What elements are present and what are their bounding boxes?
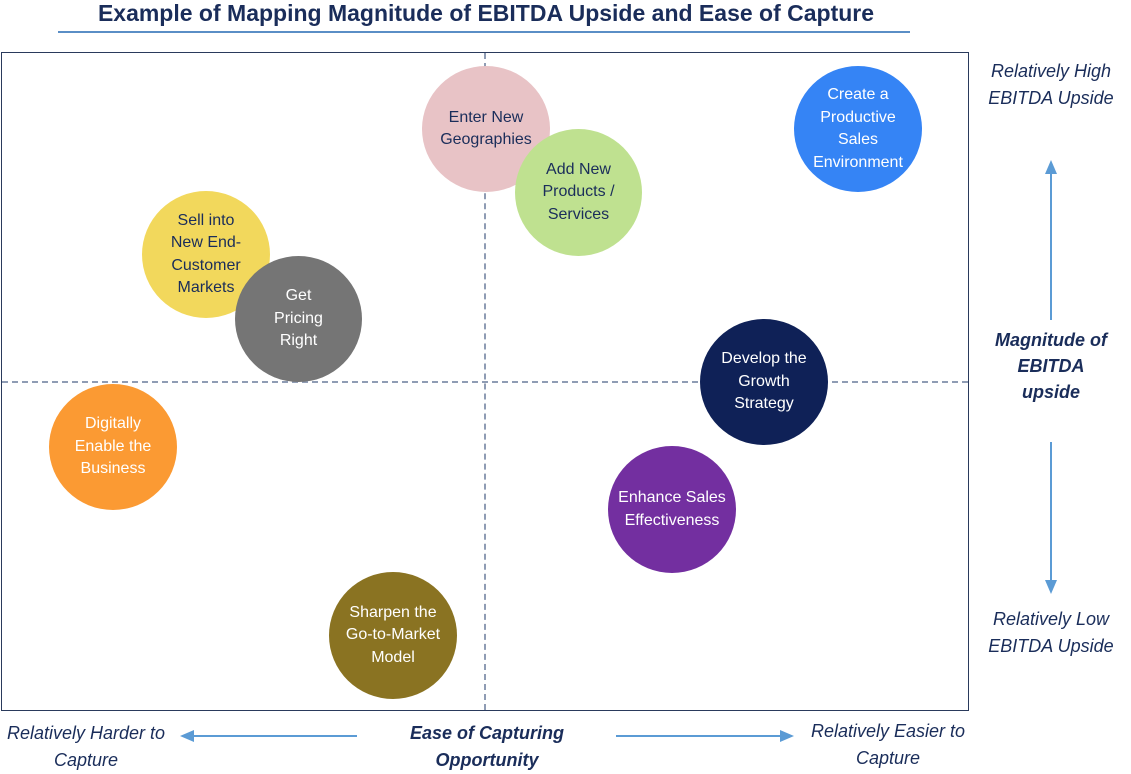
x-axis-easier-label: Relatively Easier to Capture	[810, 721, 966, 768]
x-axis-title: Ease of Capturing Opportunity	[409, 723, 565, 770]
bubble-label: Enter New Geographies	[440, 108, 532, 149]
bubble-enter-new-geographies: Enter New Geographies	[422, 66, 550, 192]
bubble-label: Sharpen the Go-to-Market Model	[345, 603, 441, 666]
bubble-add-new-products-services: Add New Products / Services	[515, 129, 642, 256]
y-axis-low-label: Relatively Low EBITDA Upside	[988, 609, 1114, 656]
bubble-label: Enhance Sales Effectiveness	[618, 489, 726, 529]
bubble-label: Add New Products / Services	[542, 160, 615, 223]
horizontal-divider	[2, 381, 968, 383]
bubble-label: Get Pricing Right	[274, 287, 323, 350]
bubble-label: Sell into New End-Customer Markets	[170, 211, 242, 297]
bubble-develop-the-growth-strategy: Develop the Growth Strategy	[700, 319, 828, 445]
y-axis-high-label: Relatively High EBITDA Upside	[988, 61, 1114, 108]
left-arrow-head	[180, 730, 194, 742]
bubble-enhance-sales-effectiveness: Enhance Sales Effectiveness	[608, 446, 736, 573]
up-arrow-head	[1045, 160, 1057, 174]
y-axis-title: Magnitude of EBITDA upside	[995, 330, 1107, 402]
bubble-label: Create a Productive Sales Environment	[813, 86, 903, 171]
right-arrow-head	[780, 730, 794, 742]
bubble-label: Digitally Enable the Business	[74, 415, 152, 478]
bubble-create-productive-sales-environment: Create a Productive Sales Environment	[794, 66, 922, 192]
page-title: Example of Mapping Magnitude of EBITDA U…	[97, 0, 875, 26]
down-arrow-head	[1045, 580, 1057, 594]
bubble-digitally-enable-the-business: Digitally Enable the Business	[49, 384, 177, 510]
x-axis-harder-label: Relatively Harder to Capture	[6, 723, 166, 770]
bubble-get-pricing-right: Get Pricing Right	[235, 256, 362, 382]
title-underline	[58, 31, 910, 33]
bubble-sharpen-the-go-to-market-model: Sharpen the Go-to-Market Model	[329, 572, 457, 699]
bubble-label: Develop the Growth Strategy	[721, 350, 807, 413]
quadrant-frame	[1, 52, 969, 711]
